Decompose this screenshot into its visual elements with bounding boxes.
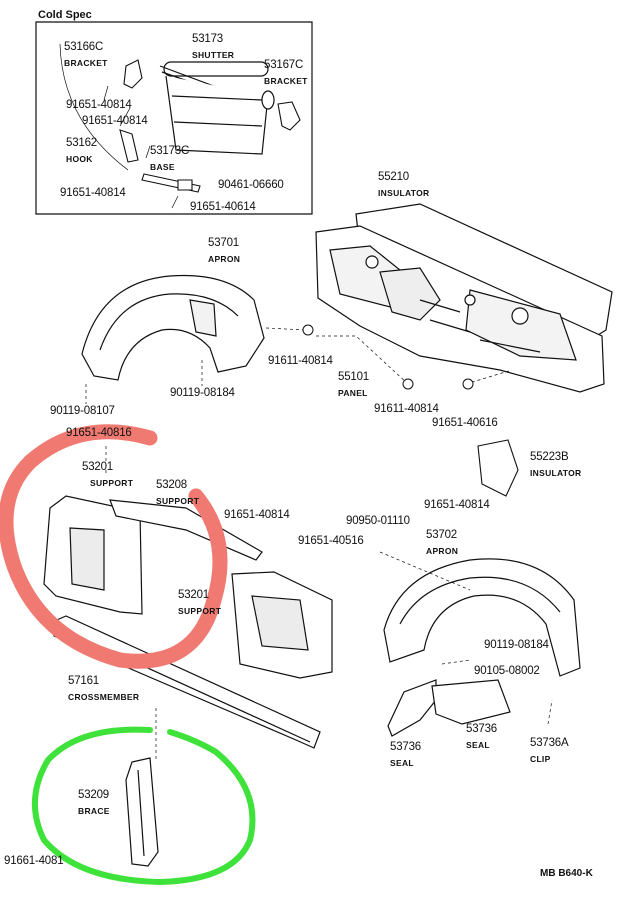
part-number-53208: 53208 <box>156 479 187 491</box>
part-name-bracket: BRACKET <box>64 58 108 68</box>
part-name-base: BASE <box>150 162 175 172</box>
dash-panel-part <box>316 204 612 392</box>
part-number-55210: 55210 <box>378 171 409 183</box>
leader-lines <box>86 328 552 760</box>
part-number-53162: 53162 <box>66 137 97 149</box>
part-name-apron: APRON <box>208 254 241 264</box>
red-highlight-circle <box>6 432 220 662</box>
part-number-53167c: 53167C <box>264 59 304 71</box>
fastener-label: 90119-08184 <box>484 639 549 651</box>
part-name-seal: SEAL <box>390 758 414 768</box>
part-name-brace: BRACE <box>78 806 110 816</box>
part-number-53209: 53209 <box>78 789 109 801</box>
part-name-bracket-2: BRACKET <box>264 76 308 86</box>
seal-part <box>388 680 510 736</box>
part-name-shutter: SHUTTER <box>192 50 235 60</box>
apron-right-part <box>384 559 580 676</box>
fastener-label: 91651-40616 <box>432 417 498 429</box>
part-name-crossmember: CROSSMEMBER <box>68 692 140 702</box>
part-name-seal-2: SEAL <box>466 740 490 750</box>
cold-spec-inset-box <box>36 22 312 214</box>
part-name-support: SUPPORT <box>90 478 134 488</box>
part-number-53736-b: 53736 <box>466 723 497 735</box>
part-number-53201: 53201 <box>82 461 113 473</box>
fastener-label: 91651-40516 <box>298 535 364 547</box>
part-number-55101: 55101 <box>338 371 369 383</box>
fastener-label: 91611-40814 <box>268 355 333 367</box>
fastener-markers <box>303 325 473 389</box>
fastener-label: 91661-4081 <box>4 855 64 867</box>
part-name-panel: PANEL <box>338 388 368 398</box>
part-number-53736a: 53736A <box>530 737 569 749</box>
fastener-label: 91651-40814 <box>82 115 148 127</box>
part-name-insulator-2: INSULATOR <box>530 468 582 478</box>
part-name-apron-2: APRON <box>426 546 459 556</box>
part-number-53701: 53701 <box>208 237 239 249</box>
part-number-55223b: 55223B <box>530 451 569 463</box>
inset-leaders <box>60 44 178 208</box>
insulator-part <box>478 440 518 496</box>
green-highlight-circle <box>35 730 253 882</box>
fastener-label: 90950-01110 <box>346 515 410 527</box>
fastener-label: 91651-40614 <box>190 201 256 213</box>
part-number-53736: 53736 <box>390 741 421 753</box>
brace-part <box>126 758 158 866</box>
part-number-53201-b: 53201 <box>178 589 209 601</box>
apron-part <box>82 276 264 381</box>
fastener-label: 91651-40816 <box>66 427 132 439</box>
fastener-label: 90461-06660 <box>218 179 284 191</box>
part-name-insulator: INSULATOR <box>378 188 430 198</box>
fastener-label: 90105-08002 <box>474 665 540 677</box>
fastener-label: 90119-08107 <box>50 405 115 417</box>
fastener-label: 91651-40814 <box>224 509 290 521</box>
fastener-label: 91651-40814 <box>66 99 132 111</box>
part-number-57161: 57161 <box>68 675 99 687</box>
part-name-support-3: SUPPORT <box>178 606 222 616</box>
fastener-label: 90119-08184 <box>170 387 235 399</box>
part-number-53166c: 53166C <box>64 41 104 53</box>
bracket-part <box>120 60 300 192</box>
part-name-support-2: SUPPORT <box>156 496 200 506</box>
shutter-part <box>160 62 274 154</box>
inset-title: Cold Spec <box>38 9 92 21</box>
fastener-label: 91651-40814 <box>60 187 126 199</box>
diagram-code: MB B640-K <box>540 868 593 879</box>
part-number-53702: 53702 <box>426 529 457 541</box>
part-name-clip: CLIP <box>530 754 551 764</box>
fastener-label: 91611-40814 <box>374 403 439 415</box>
part-number-53173: 53173 <box>192 33 223 45</box>
part-name-hook: HOOK <box>66 154 93 164</box>
part-number-53173c: 53173C <box>150 145 190 157</box>
fastener-label: 91651-40814 <box>424 499 490 511</box>
